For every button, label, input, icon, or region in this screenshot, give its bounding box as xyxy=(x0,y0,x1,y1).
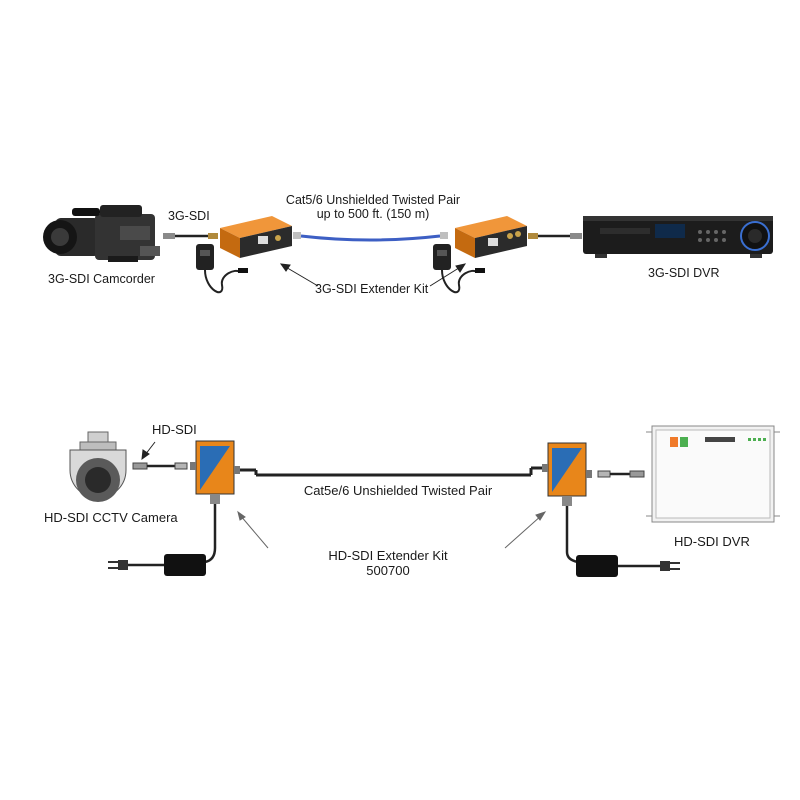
dvr-image-bottom xyxy=(646,425,780,523)
extender-transmitter-top xyxy=(220,216,292,258)
kit-model-bottom: 500700 xyxy=(366,563,410,578)
dvr-image-top xyxy=(583,216,773,258)
cat-cable-top xyxy=(293,232,448,242)
cable-label-bottom: Cat5e/6 Unshielded Twisted Pair xyxy=(303,483,493,498)
kit-label-top: 3G-SDI Extender Kit xyxy=(315,282,429,296)
power-adapter-top-left xyxy=(196,244,248,294)
source-label-bottom: HD-SDI CCTV Camera xyxy=(44,510,178,525)
extender-receiver-top xyxy=(455,216,527,258)
sdi-cable-top-right xyxy=(528,233,582,239)
kit-arrows-bottom xyxy=(237,510,547,549)
bnc-cable-bottom-left xyxy=(132,462,188,470)
cctv-camera-image xyxy=(69,431,127,502)
input-label-top: 3G-SDI xyxy=(168,209,210,223)
power-supply-bottom-right xyxy=(576,555,680,577)
source-label-top: 3G-SDI Camcorder xyxy=(48,272,155,286)
sdi-cable-top xyxy=(163,233,218,239)
power-supply-bottom-left xyxy=(108,554,206,576)
extender-receiver-bottom xyxy=(542,442,592,564)
camcorder-image xyxy=(43,205,160,262)
hdsdi-arrow xyxy=(141,441,156,461)
sink-label-bottom: HD-SDI DVR xyxy=(674,534,750,549)
cable-label-line2: up to 500 ft. (150 m) xyxy=(316,207,430,221)
cable-label-line1: Cat5/6 Unshielded Twisted Pair xyxy=(285,193,461,207)
extender-transmitter-bottom xyxy=(190,440,240,564)
sink-label-top: 3G-SDI DVR xyxy=(648,266,720,280)
kit-label-bottom: HD-SDI Extender Kit xyxy=(328,548,448,563)
input-label-bottom: HD-SDI xyxy=(152,422,197,437)
bnc-cable-bottom-right xyxy=(597,470,645,478)
kit-arrows-top xyxy=(279,263,467,287)
cat-cable-bottom xyxy=(240,466,545,477)
power-adapter-top-right xyxy=(433,244,485,294)
